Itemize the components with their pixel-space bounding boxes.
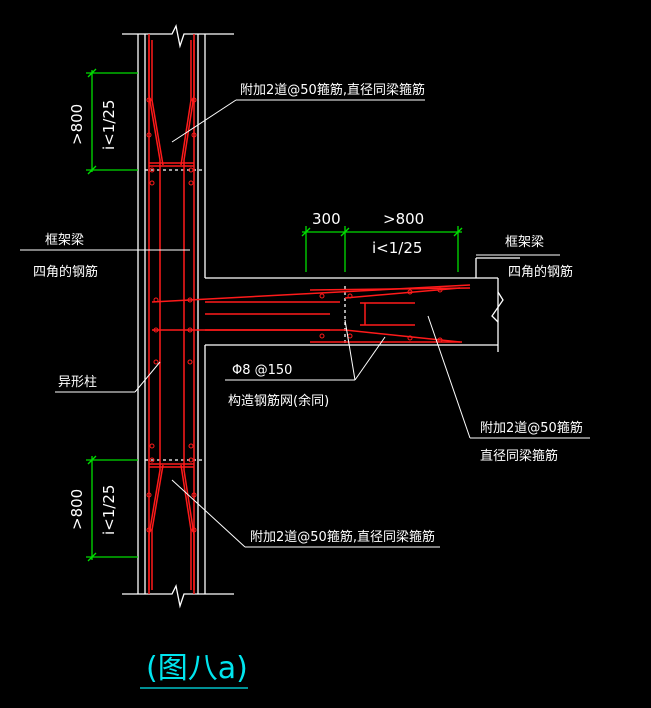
column-outline (122, 24, 520, 609)
corner-bars-left-label: 四角的钢筋 (33, 264, 98, 280)
right-short-dim: 300 (312, 210, 341, 228)
top-slope-dim: i<1/25 (100, 100, 118, 150)
mesh-spec-label: Φ8 @150 (232, 363, 292, 378)
corner-bars-right-label: 四角的钢筋 (508, 264, 573, 280)
dimension-lines (86, 68, 463, 562)
frame-beam-left-label: 框架梁 (45, 233, 84, 248)
right-slope-dim: i<1/25 (372, 239, 422, 257)
right-length-dim: >800 (383, 210, 424, 228)
right-stirrup-note-2: 直径同梁箍筋 (480, 448, 558, 464)
rebar-group (148, 34, 471, 594)
mesh-name-label: 构造钢筋网(余同) (228, 393, 329, 409)
frame-beam-right-label: 框架梁 (505, 235, 544, 250)
rebar-dots (146, 97, 443, 533)
top-length-dim: >800 (68, 104, 86, 145)
leader-lines (20, 99, 590, 548)
special-column-label: 异形柱 (58, 375, 97, 390)
bottom-slope-dim: i<1/25 (100, 485, 118, 535)
bottom-length-dim: >800 (68, 489, 86, 530)
right-stirrup-note-1: 附加2道@50箍筋 (480, 420, 583, 436)
top-stirrup-note: 附加2道@50箍筋,直径同梁箍筋 (240, 82, 425, 98)
figure-caption: (图八a) (146, 651, 248, 686)
bottom-stirrup-note: 附加2道@50箍筋,直径同梁箍筋 (250, 529, 435, 545)
